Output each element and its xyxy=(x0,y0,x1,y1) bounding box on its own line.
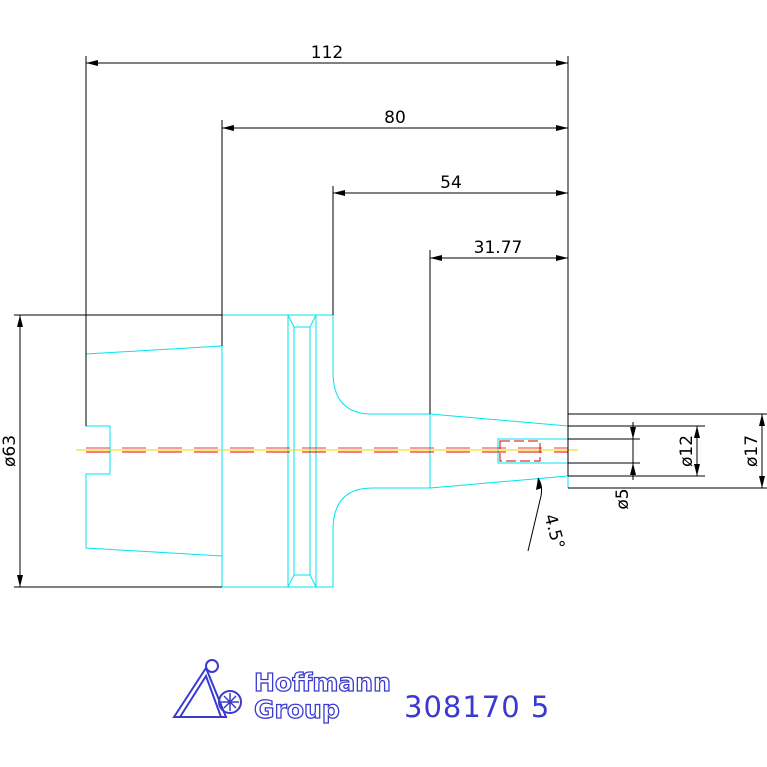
dim-text-angle: 4.5° xyxy=(540,512,569,552)
dim-text-diameter-63: ø63 xyxy=(0,435,20,467)
dim-text-diameter-5: ø5 xyxy=(613,488,633,509)
arrow-80-right xyxy=(556,125,568,131)
taper-bottom xyxy=(429,475,569,489)
angle-leader xyxy=(527,495,542,552)
arrow-31-left xyxy=(430,255,442,261)
v-groove-bottom xyxy=(287,574,317,588)
arrow-angle xyxy=(536,478,542,490)
arrow-5-bottom xyxy=(630,463,636,475)
arrow-112-left xyxy=(86,60,98,66)
dim-text-80: 80 xyxy=(384,108,406,128)
arrow-63-top xyxy=(17,315,23,327)
collar-body xyxy=(221,314,289,588)
dim-text-diameter-12: ø12 xyxy=(677,435,697,467)
dim-text-diameter-17: ø17 xyxy=(742,435,762,467)
arrow-63-bottom xyxy=(17,575,23,587)
arrow-17-top xyxy=(759,414,765,426)
part-number: 308170 5 xyxy=(404,690,550,724)
arrow-17-bottom xyxy=(759,476,765,488)
arrow-54-right xyxy=(556,190,568,196)
arrow-31-right xyxy=(556,255,568,261)
part-outline xyxy=(85,314,569,588)
fillet-top xyxy=(332,371,373,415)
arrow-112-right xyxy=(556,60,568,66)
fillet-bottom xyxy=(332,487,373,531)
angle-arc xyxy=(537,477,543,497)
arrow-5-top xyxy=(630,427,636,439)
arrow-54-left xyxy=(333,190,345,196)
dim-text-31-77: 31.77 xyxy=(474,238,523,258)
logo-line-2: Group xyxy=(254,695,340,724)
arrow-12-bottom xyxy=(694,464,700,476)
arrowheads xyxy=(17,60,765,587)
taper-top xyxy=(429,413,569,427)
hoffmann-logo: Hoffmann Group xyxy=(172,659,392,725)
logo-emblem-icon xyxy=(172,659,242,718)
dimension-lines xyxy=(14,56,767,588)
dim-text-54: 54 xyxy=(440,173,462,193)
arrow-80-left xyxy=(222,125,234,131)
nose-bore xyxy=(497,438,569,464)
dim-text-112: 112 xyxy=(311,43,343,63)
logo-line-1: Hoffmann xyxy=(254,668,391,697)
arrow-12-top xyxy=(694,426,700,438)
v-groove-top xyxy=(287,314,317,328)
hidden-bore xyxy=(499,440,541,462)
steep-taper xyxy=(85,345,223,557)
